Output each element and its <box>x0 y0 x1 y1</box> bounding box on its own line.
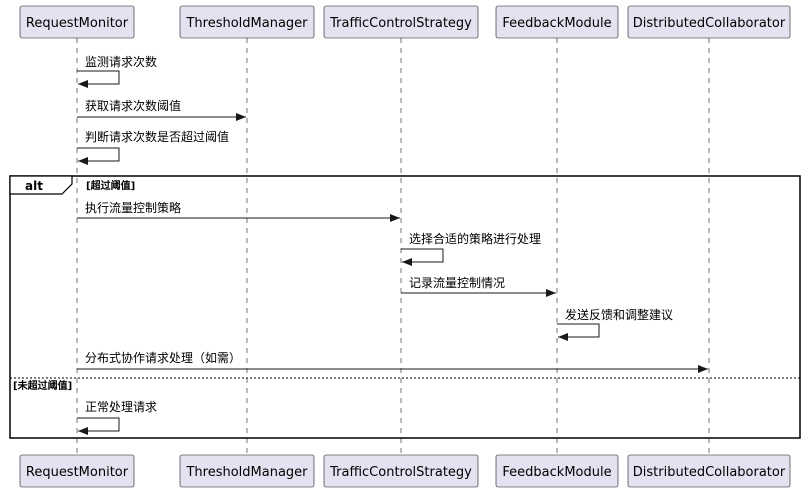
participant-label: RequestMonitor <box>26 16 129 31</box>
message-send-feedback: 发送反馈和调整建议 <box>557 307 673 341</box>
self-arrow <box>557 323 600 341</box>
message-normal-processing: 正常处理请求 <box>77 400 157 435</box>
message-compare-threshold: 判断请求次数是否超过阈值 <box>77 129 229 165</box>
alt-keyword-tab <box>9 175 73 195</box>
participant-label: TrafficControlStrategy <box>329 16 472 31</box>
alt-fragment: alt [超过阈值] [未超过阈值] <box>9 175 801 439</box>
participant-label: ThresholdManager <box>185 465 308 480</box>
message-label: 分布式协作请求处理（如需） <box>85 350 241 365</box>
participant-requestmonitor[interactable]: RequestMonitor <box>19 5 135 39</box>
self-arrow <box>77 70 120 88</box>
participant-feedbackmodule[interactable]: FeedbackModule <box>495 5 619 39</box>
participant-box <box>179 5 315 39</box>
participant-feedbackmodule-footer[interactable]: FeedbackModule <box>495 454 619 488</box>
alt-guard-2: [未超过阈值] <box>13 379 72 392</box>
message-select-strategy: 选择合适的策略进行处理 <box>401 231 541 266</box>
self-arrow <box>401 248 444 266</box>
message-distributed-processing: 分布式协作请求处理（如需） <box>77 350 708 373</box>
self-arrow <box>77 147 120 165</box>
message-label: 正常处理请求 <box>85 400 157 414</box>
participant-box <box>627 5 791 39</box>
message-label: 记录流量控制情况 <box>409 276 505 290</box>
message-get-threshold: 获取请求次数阈值 <box>77 98 246 121</box>
participant-thresholdmanager[interactable]: ThresholdManager <box>179 5 315 39</box>
participant-trafficcontrolstrategy[interactable]: TrafficControlStrategy <box>323 5 479 39</box>
message-label: 获取请求次数阈值 <box>85 98 181 113</box>
participants-top: RequestMonitor ThresholdManager TrafficC… <box>19 5 791 39</box>
participant-trafficcontrolstrategy-footer[interactable]: TrafficControlStrategy <box>323 454 479 488</box>
message-execute-strategy: 执行流量控制策略 <box>77 200 400 222</box>
participant-label: DistributedCollaborator <box>633 16 786 31</box>
participant-box <box>323 454 479 488</box>
alt-guard-1: [超过阈值] <box>86 179 135 192</box>
message-label: 监测请求次数 <box>85 54 157 69</box>
participant-distributedcollaborator[interactable]: DistributedCollaborator <box>627 5 791 39</box>
participant-label: TrafficControlStrategy <box>329 465 472 480</box>
participant-box <box>627 454 791 488</box>
alt-frame <box>9 175 801 439</box>
participant-label: FeedbackModule <box>502 16 611 31</box>
participant-box <box>19 5 135 39</box>
participant-label: ThresholdManager <box>185 16 308 31</box>
participant-box <box>495 5 619 39</box>
participant-label: DistributedCollaborator <box>633 465 786 480</box>
participant-box <box>495 454 619 488</box>
self-arrow <box>77 417 120 435</box>
message-monitor-request-count: 监测请求次数 <box>77 54 157 88</box>
participant-distributedcollaborator-footer[interactable]: DistributedCollaborator <box>627 454 791 488</box>
participant-thresholdmanager-footer[interactable]: ThresholdManager <box>179 454 315 488</box>
messages: 监测请求次数 获取请求次数阈值 判断请求次数是否超过阈值 执行流量控制策略 选择… <box>77 54 708 435</box>
participant-box <box>323 5 479 39</box>
message-record-traffic: 记录流量控制情况 <box>401 276 556 297</box>
participant-label: RequestMonitor <box>26 465 129 480</box>
message-label: 选择合适的策略进行处理 <box>409 231 541 246</box>
message-label: 判断请求次数是否超过阈值 <box>85 129 229 144</box>
participant-box <box>179 454 315 488</box>
alt-keyword: alt <box>25 179 43 193</box>
participant-box <box>19 454 135 488</box>
participant-requestmonitor-footer[interactable]: RequestMonitor <box>19 454 135 488</box>
participant-label: FeedbackModule <box>502 465 611 480</box>
message-label: 发送反馈和调整建议 <box>565 307 673 322</box>
participants-bottom: RequestMonitor ThresholdManager TrafficC… <box>19 454 791 488</box>
message-label: 执行流量控制策略 <box>85 200 181 215</box>
